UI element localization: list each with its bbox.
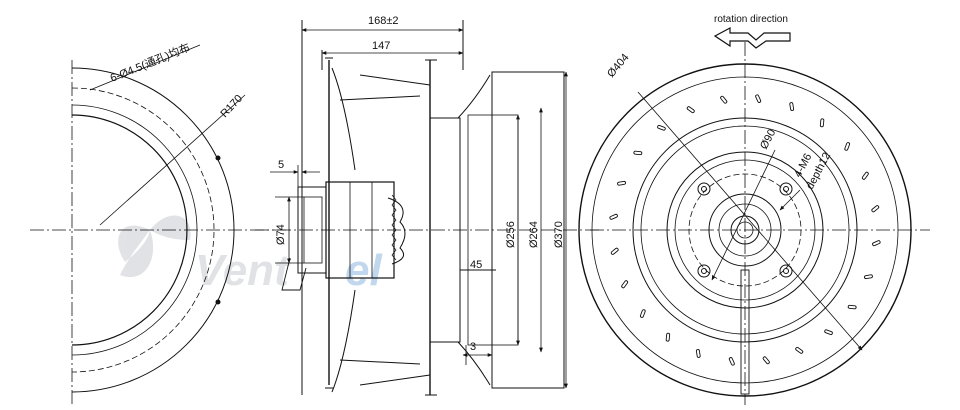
- vent-slot: [861, 171, 869, 180]
- outer-ring-circle: [578, 63, 912, 397]
- mount-hole: [697, 182, 711, 196]
- dia-404-label: Ø404: [605, 52, 631, 80]
- dim-74-label: Ø74: [275, 224, 287, 245]
- vent-slot: [633, 150, 643, 156]
- vent-slot: [789, 102, 795, 111]
- vent-slot: [844, 142, 851, 151]
- length-147-label: 147: [372, 40, 390, 52]
- dim-45-label: 45: [470, 259, 482, 271]
- watermark-logo: Vent el: [118, 215, 382, 295]
- mount-hole-inner: [700, 268, 707, 275]
- dim-264-label: Ø264: [528, 221, 540, 248]
- dim-5-label: 5: [278, 159, 284, 171]
- vent-slot: [639, 309, 646, 318]
- mount-hole: [697, 264, 711, 278]
- vent-slot: [720, 95, 728, 104]
- watermark-brand-accent: el: [345, 246, 382, 295]
- mount-hole-inner: [700, 185, 707, 192]
- vent-slot: [872, 240, 881, 247]
- vent-slot: [665, 332, 671, 342]
- mount-hole-inner: [783, 268, 790, 275]
- rotation-direction-label: rotation direction: [714, 14, 788, 25]
- vent-slot: [864, 274, 873, 280]
- vent-slot: [695, 349, 701, 358]
- dim-3-label: 3: [470, 341, 476, 353]
- hole-note-label: 6-Ø4.5(通孔)均布: [108, 41, 192, 85]
- mount-hole-inner: [783, 185, 790, 192]
- vent-slot: [621, 280, 629, 289]
- rotation-arrow-icon: [713, 27, 791, 49]
- vent-slot: [686, 106, 695, 114]
- vent-slot: [657, 124, 666, 131]
- mount-hole: [779, 264, 793, 278]
- vent-slot: [610, 247, 619, 255]
- front-view: [578, 42, 930, 405]
- side-view: [255, 20, 600, 396]
- radius-label: R170: [218, 93, 245, 120]
- vent-slot: [617, 180, 626, 186]
- mount-hole: [779, 182, 793, 196]
- vent-slot: [609, 213, 618, 220]
- watermark-brand: Vent: [195, 246, 291, 295]
- vent-slot: [824, 329, 833, 336]
- vent-slot: [762, 356, 770, 365]
- dim-256-label: Ø256: [505, 221, 517, 248]
- vent-slot: [755, 94, 762, 103]
- side-view-dimensions: [270, 28, 568, 389]
- overall-length-label: 168±2: [368, 15, 399, 27]
- vent-slot: [728, 357, 735, 366]
- mount-holes: [697, 182, 793, 278]
- vent-slots: [609, 94, 881, 366]
- vent-slot: [819, 118, 825, 128]
- vent-slot: [871, 205, 880, 213]
- dim-370-label: Ø370: [553, 221, 565, 248]
- fan-logo-icon: [118, 215, 191, 278]
- dia-90-label: Ø90: [758, 127, 778, 151]
- front-view-leaders: [637, 91, 863, 351]
- left-view: [30, 44, 290, 405]
- vent-slot: [847, 304, 857, 310]
- vent-slot: [795, 346, 804, 354]
